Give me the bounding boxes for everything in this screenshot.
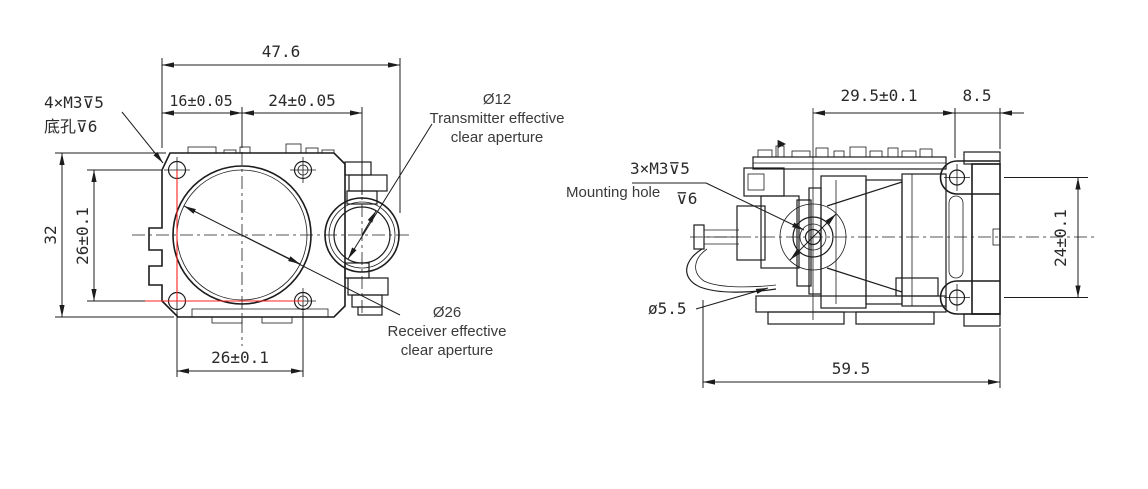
pcb-component	[869, 150, 883, 158]
rx-aperture-dia: Ø26	[433, 304, 461, 321]
front-top-tab	[285, 143, 302, 154]
leader-mount-note	[705, 182, 805, 231]
face-step	[992, 228, 1001, 246]
front-side-block	[351, 294, 383, 308]
pcb-component	[775, 145, 785, 158]
front-top-tab	[223, 149, 237, 154]
front-corner-holes	[164, 157, 316, 314]
note-wire-dia: ø5.5	[648, 299, 687, 318]
dim-lug-to-face: 8.5	[963, 86, 992, 105]
pcb-component	[757, 149, 773, 158]
cone-edge	[826, 267, 903, 293]
dim-overall-length: 59.5	[832, 359, 871, 378]
right-block	[901, 173, 947, 307]
lug-top	[939, 160, 1000, 195]
cone-edge	[826, 181, 903, 207]
base-foot	[855, 311, 935, 325]
side-view: 29.5±0.1 8.5 24±0.1 59.5 3×M3⊽5 Mounting…	[566, 86, 1098, 388]
base-plate	[755, 295, 947, 313]
wire	[686, 248, 777, 293]
front-top-tab	[239, 146, 251, 154]
leader-wire-dia	[695, 287, 769, 310]
hole-centermarks	[164, 157, 316, 314]
tx-aperture-dia: Ø12	[483, 91, 511, 108]
pcb-component	[833, 150, 845, 158]
lug-hole-centermarks	[944, 164, 970, 311]
dim-right-segment: 24±0.05	[268, 91, 335, 110]
boss-diameter-arrow	[812, 213, 837, 238]
housing-plate1	[796, 199, 812, 287]
pcb-component	[791, 150, 811, 158]
leader-tx-aperture	[347, 123, 433, 260]
pcb-component	[887, 147, 899, 158]
housing-step2	[760, 195, 800, 269]
dim-left-segment: 16±0.05	[169, 92, 232, 110]
front-top-tab	[321, 149, 335, 154]
tx-aperture-line1: Transmitter effective	[429, 110, 564, 127]
front-side-block	[344, 161, 372, 176]
wire	[695, 248, 777, 288]
front-body-outline	[148, 152, 346, 318]
note-mount-thread: 3×M3⊽5	[630, 159, 690, 178]
rx-aperture-line1: Receiver effective	[388, 323, 507, 340]
lug-bottom	[939, 280, 1000, 315]
dim-hole-spacing-vertical: 26±0.1	[73, 207, 92, 265]
boss-diameter-arrow	[789, 236, 814, 261]
front-bottom-recess	[191, 308, 329, 317]
face-cap-bottom	[963, 313, 1001, 327]
dim-lug-spacing: 24±0.1	[1051, 209, 1070, 267]
dim-center-to-lug: 29.5±0.1	[840, 86, 917, 105]
dim-overall-width: 47.6	[262, 42, 301, 61]
note-mount-label: Mounting hole	[566, 184, 660, 201]
front-side-block	[347, 277, 389, 296]
rx-diameter-arrow	[241, 234, 301, 265]
pcb-component	[849, 146, 867, 158]
leader-thread-note	[121, 111, 164, 164]
note-thread-line1: 4×M3⊽5	[44, 93, 104, 112]
front-foot	[211, 316, 243, 324]
dim-hole-spacing-horizontal: 26±0.1	[211, 348, 269, 367]
front-view: 47.6 16±0.05 24±0.05 32 26±0.1 26±0.1 4×…	[41, 42, 565, 377]
front-side-block	[348, 174, 388, 192]
front-top-tab	[305, 147, 319, 154]
side-bracket-notch	[747, 173, 765, 191]
pcb-component	[901, 150, 917, 158]
front-top-tab	[187, 146, 217, 154]
pcb-component	[919, 148, 933, 158]
front-side-block	[357, 306, 383, 316]
base-foot	[767, 311, 845, 325]
note-mount-depth: ⊽6	[676, 189, 697, 208]
pcb-component	[815, 147, 829, 158]
face-cap-top	[963, 151, 1001, 165]
pcb-components	[757, 145, 933, 158]
rx-aperture-line2: clear aperture	[401, 342, 494, 359]
pcb-pin-flag	[778, 140, 786, 148]
housing-step1	[736, 205, 766, 261]
tx-aperture-line2: clear aperture	[451, 129, 544, 146]
tx-diameter-arrow	[361, 210, 377, 236]
face-plate	[971, 163, 1001, 315]
front-foot	[261, 316, 293, 324]
dim-overall-height: 32	[41, 225, 60, 244]
note-thread-line2: 底孔⊽6	[44, 117, 97, 136]
